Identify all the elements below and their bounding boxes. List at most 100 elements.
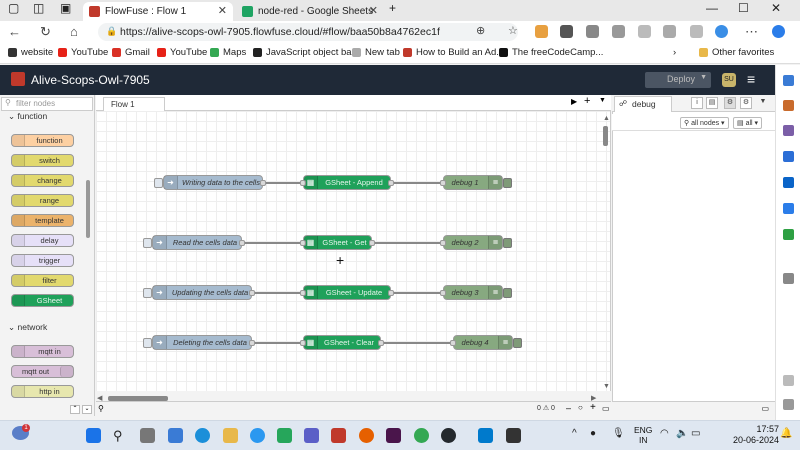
debug-node[interactable]: debug 1 ≣ [440, 175, 512, 190]
output-port[interactable] [388, 290, 394, 296]
output-port[interactable] [239, 240, 245, 246]
palette-scrollbar[interactable] [86, 180, 90, 238]
palette-node-http-in[interactable]: http in [11, 385, 74, 398]
wire[interactable] [253, 292, 304, 294]
close-tab-icon[interactable]: ✕ [368, 5, 378, 17]
palette-node-function[interactable]: function [11, 134, 74, 147]
palette-category-network[interactable]: ⌄ network [8, 322, 48, 332]
palette-node-template[interactable]: template [11, 214, 74, 227]
palette-node-gsheet[interactable]: GSheet [11, 294, 74, 307]
inject-node[interactable]: ➜ Deleting the cells data [143, 335, 255, 350]
copilot-icon[interactable] [783, 151, 794, 162]
shopping-icon[interactable] [783, 100, 794, 111]
search-icon[interactable] [783, 75, 794, 86]
scroll-down-icon[interactable]: ▼ [603, 383, 610, 390]
input-port[interactable] [440, 180, 446, 186]
browser-menu-icon[interactable]: ▢ [8, 1, 20, 15]
gear-icon[interactable]: ⚙ [740, 97, 752, 109]
url-input[interactable]: 🔒 https://alive-scops-owl-7905.flowfuse.… [98, 23, 518, 41]
chrome-icon[interactable] [414, 428, 429, 443]
search-icon[interactable]: ⚲ [113, 428, 123, 443]
metamask-extension-icon[interactable] [535, 25, 548, 38]
volume-icon[interactable]: 🔈 [676, 428, 689, 439]
task-view-icon[interactable] [140, 428, 155, 443]
extension-icon[interactable] [560, 25, 573, 38]
zoom-out-button[interactable]: – [566, 403, 572, 413]
battery-icon[interactable]: ▭ [691, 428, 701, 439]
workspace-vertical-scrollbar[interactable] [603, 126, 608, 146]
inject-button[interactable] [154, 178, 163, 188]
refresh-icon[interactable]: ↻ [40, 24, 51, 39]
palette-node-trigger[interactable]: trigger [11, 254, 74, 267]
info-icon[interactable]: i [691, 97, 703, 109]
gsheet-node[interactable]: ▦ GSheet - Clear [300, 335, 384, 350]
scroll-right-icon[interactable]: ▶ [591, 395, 597, 402]
slack-icon[interactable] [386, 428, 401, 443]
bookmark-maps[interactable]: Maps [210, 47, 246, 58]
bookmark-new-tab[interactable]: New tab [352, 47, 400, 58]
minimize-button[interactable]: — [706, 1, 718, 15]
palette-node-delay[interactable]: delay [11, 234, 74, 247]
wifi-icon[interactable]: ◠ [660, 428, 669, 439]
bookmark-other-favorites[interactable]: Other favorites [699, 47, 774, 58]
wire[interactable] [243, 242, 304, 244]
maximize-button[interactable]: ☐ [738, 1, 749, 15]
inject-node[interactable]: ➜ Read the cells data [143, 235, 245, 250]
navigator-icon[interactable]: ▭ [602, 404, 610, 413]
output-port[interactable] [369, 240, 375, 246]
tab-google-sheets[interactable]: node-red - Google Sheets ✕ [236, 2, 384, 21]
widgets-icon[interactable] [168, 428, 183, 443]
notifications-icon[interactable]: 🔔 [780, 428, 793, 439]
input-port[interactable] [440, 290, 446, 296]
debug-toggle-button[interactable] [503, 178, 512, 188]
scroll-left-icon[interactable]: ◀ [97, 395, 103, 402]
chevron-up-icon[interactable]: ^ [572, 428, 577, 439]
status-counter[interactable]: 0 ⚠ 0 [537, 405, 555, 412]
debug-node[interactable]: debug 3 ≣ [440, 285, 512, 300]
app-icon[interactable] [506, 428, 521, 443]
wire[interactable] [264, 182, 304, 184]
start-icon[interactable] [86, 428, 101, 443]
firefox-icon[interactable] [359, 428, 374, 443]
history-icon[interactable] [690, 25, 703, 38]
debug-toggle-button[interactable] [503, 288, 512, 298]
outlook-icon[interactable] [783, 177, 794, 188]
bookmark-website[interactable]: website [8, 47, 53, 58]
workspace-horizontal-scrollbar[interactable] [108, 396, 168, 401]
wire[interactable] [382, 342, 454, 344]
inject-node[interactable]: ➜ Updating the cells data [143, 285, 255, 300]
palette-filter-input[interactable]: ⚲ filter nodes [1, 97, 93, 111]
input-port[interactable] [450, 340, 456, 346]
debug-toggle-button[interactable] [513, 338, 522, 348]
tools-icon[interactable] [783, 125, 794, 136]
copilot-icon[interactable] [772, 25, 785, 38]
debug-node[interactable]: debug 2 ≣ [440, 235, 512, 250]
input-port[interactable] [300, 240, 306, 246]
palette-node-switch[interactable]: switch [11, 154, 74, 167]
inject-button[interactable] [143, 338, 152, 348]
home-icon[interactable]: ⌂ [70, 24, 78, 39]
back-icon[interactable]: ← [8, 24, 21, 39]
zoom-icon[interactable]: ⊕ [476, 25, 486, 37]
close-tab-icon[interactable]: ✕ [217, 5, 227, 17]
debug-toggle-button[interactable] [503, 238, 512, 248]
app-tray-icon[interactable]: ● [590, 428, 597, 439]
teams-icon[interactable] [304, 428, 319, 443]
gsheet-node[interactable]: ▦ GSheet - Update [300, 285, 394, 300]
window-icon[interactable]: ▭ [761, 404, 769, 413]
scroll-up-icon[interactable]: ▲ [603, 115, 610, 122]
scroll-tabs-icon[interactable]: ▶ [571, 97, 578, 106]
palette-category-function[interactable]: ⌄ function [8, 111, 48, 121]
app-icon[interactable] [277, 428, 292, 443]
palette-node-range[interactable]: range [11, 194, 74, 207]
github-icon[interactable] [441, 428, 456, 443]
output-port[interactable] [388, 180, 394, 186]
menu-icon[interactable]: ≡ [747, 71, 756, 87]
inject-button[interactable] [143, 238, 152, 248]
bookmark-youtube[interactable]: YouTube [58, 47, 108, 58]
file-explorer-icon[interactable] [223, 428, 238, 443]
clock[interactable]: 17:57 20-06-2024 [733, 424, 779, 446]
clear-log-dropdown[interactable]: ▤ all ▾ [733, 117, 763, 129]
sidebar-toggle-icon[interactable] [783, 375, 794, 386]
bookmarks-overflow-chevron-icon[interactable]: › [673, 47, 677, 58]
